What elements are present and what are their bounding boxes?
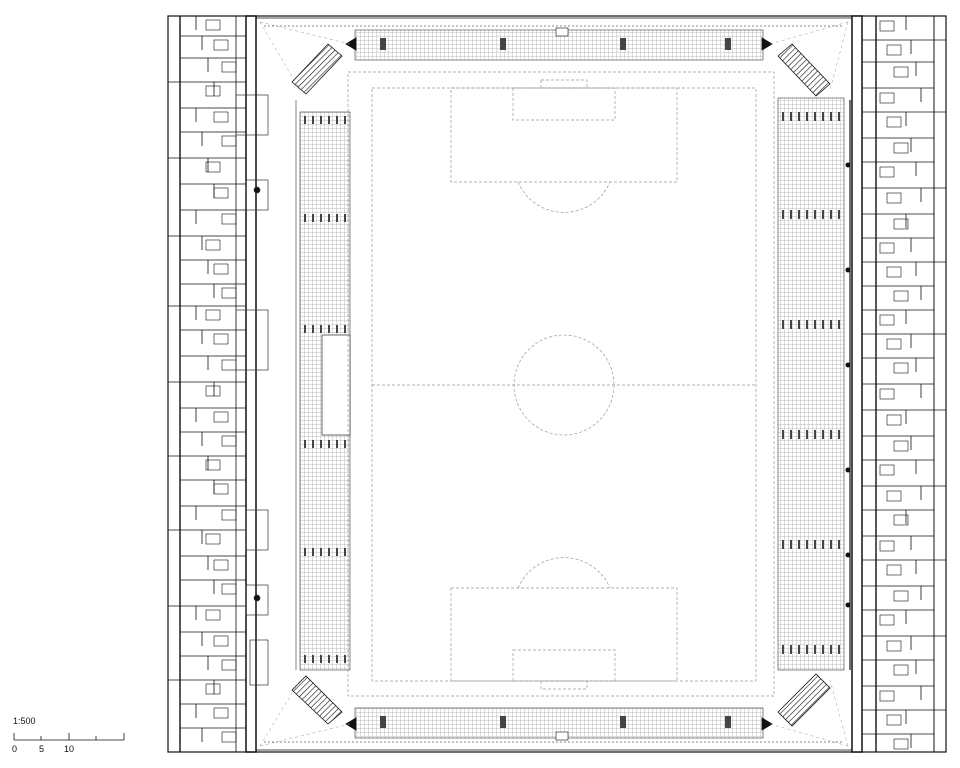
west-stand bbox=[299, 111, 351, 671]
scale-tick-0: 0 bbox=[12, 744, 18, 754]
scale-bar bbox=[13, 733, 125, 741]
east-stand bbox=[777, 97, 851, 671]
football-pitch bbox=[347, 71, 775, 697]
scale-tick-10: 10 bbox=[64, 744, 75, 754]
roof-diagonals bbox=[259, 21, 849, 747]
south-stand bbox=[354, 707, 764, 741]
left-residential-block bbox=[168, 15, 246, 752]
corner-stands bbox=[291, 37, 831, 731]
scale-ratio: 1:500 bbox=[13, 716, 36, 726]
outer-frame bbox=[167, 15, 947, 753]
left-concourse bbox=[235, 94, 297, 686]
right-residential-block bbox=[862, 15, 946, 752]
scale-tick-5: 5 bbox=[39, 744, 45, 754]
north-stand bbox=[354, 27, 764, 61]
